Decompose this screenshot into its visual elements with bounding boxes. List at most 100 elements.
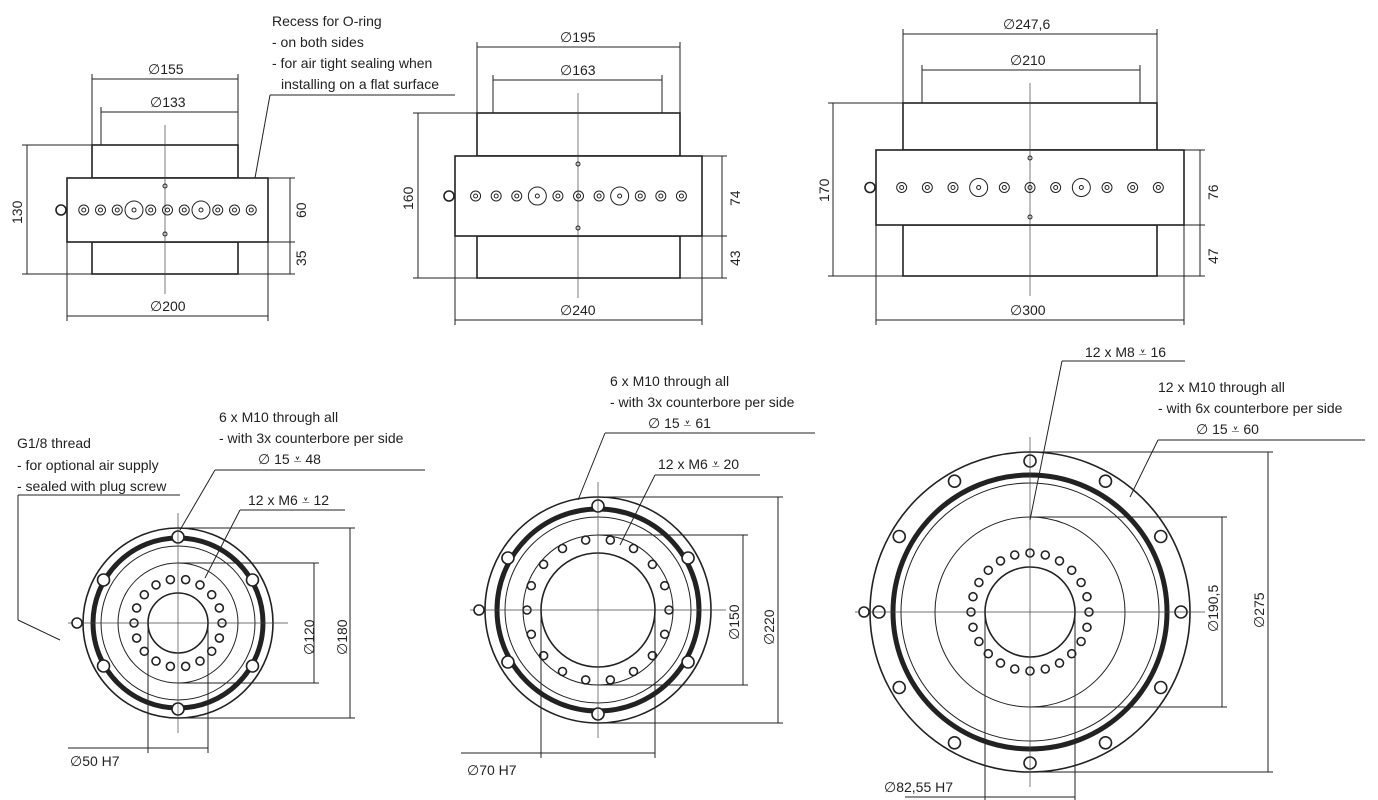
- hole: [678, 193, 684, 199]
- hole: [181, 207, 187, 213]
- dim-outer: ∅220: [761, 609, 777, 645]
- dim-bolt-circle: ∅120: [301, 619, 317, 655]
- tapped-hole: [557, 666, 568, 677]
- hole: [145, 204, 157, 216]
- dim-bore: ∅82,55 H7: [884, 779, 953, 795]
- hole: [95, 204, 106, 216]
- hole: [1027, 185, 1033, 190]
- counterbore-hole: [501, 551, 515, 565]
- tapped-hole: [538, 559, 549, 570]
- side-view-medium: ∅195 ∅163 ∅240 160 74 43: [400, 29, 743, 318]
- body-outline: [476, 235, 681, 279]
- hole: [111, 204, 123, 216]
- dim-line: [17, 619, 61, 641]
- dim-lower: 43: [727, 250, 743, 266]
- dim-bore: ∅70 H7: [467, 762, 517, 778]
- plug-screw: [55, 204, 67, 216]
- tapped-hole: [1076, 636, 1086, 647]
- dim-height: 170: [816, 178, 832, 202]
- hole: [490, 190, 502, 202]
- plug-screw: [443, 190, 455, 202]
- hole: [178, 204, 190, 216]
- hole: [78, 204, 90, 216]
- counterbore-hole: [96, 573, 111, 587]
- dim-line: [577, 432, 606, 501]
- hole: [124, 200, 144, 220]
- dim-body: 76: [1205, 184, 1221, 200]
- plug-screw: [71, 617, 83, 629]
- hole: [976, 185, 982, 190]
- counterbore-spec: ∅ 15 ⩡ 60: [1196, 421, 1259, 437]
- dim-base: ∅300: [1010, 302, 1046, 318]
- hole: [162, 231, 168, 237]
- hole: [248, 207, 254, 213]
- hole: [575, 161, 581, 167]
- hole: [98, 207, 103, 213]
- hole: [191, 200, 211, 220]
- dim-top-inner: ∅133: [150, 94, 186, 110]
- hole: [114, 207, 120, 213]
- hole: [655, 190, 667, 202]
- dim-top-inner: ∅163: [560, 62, 596, 78]
- body-outline: [476, 112, 681, 157]
- tapped-hole: [659, 580, 670, 591]
- tapped-hole: [968, 622, 978, 633]
- hole: [1001, 185, 1007, 190]
- through-note: - with 6x counterbore per side: [1158, 400, 1343, 416]
- tapped-hole: [206, 646, 217, 657]
- dim-outer: ∅180: [334, 619, 350, 655]
- hole: [1078, 185, 1084, 190]
- tapped-hole: [995, 658, 1006, 668]
- through-note: 6 x M10 through all: [610, 373, 729, 389]
- tapped-hole: [526, 629, 537, 640]
- top-view-small: 6 x M10 through all - with 3x counterbor…: [70, 409, 404, 769]
- counterbore-hole: [892, 529, 907, 544]
- tapped-hole: [1009, 664, 1020, 674]
- counterbore-hole: [1153, 680, 1168, 695]
- plug-screw: [858, 606, 870, 618]
- hole: [896, 182, 908, 193]
- hole: [1027, 214, 1033, 220]
- hole: [969, 178, 989, 197]
- drawing-geometry: [17, 29, 1365, 800]
- tapped-hole: [131, 633, 142, 643]
- tapped-hole: [580, 535, 591, 545]
- hole: [131, 207, 137, 213]
- note-line: - sealed with plug screw: [17, 478, 167, 494]
- tapped-hole: [983, 565, 994, 576]
- note-line: - for air tight sealing when: [272, 55, 432, 71]
- hole: [634, 190, 646, 202]
- tapped-hole: [628, 543, 639, 554]
- dim-line: [179, 469, 216, 531]
- counterbore-hole: [681, 655, 695, 669]
- hole: [596, 193, 602, 199]
- hole: [921, 182, 933, 193]
- dim-line: [619, 474, 656, 546]
- counterbore-hole: [947, 735, 962, 750]
- note-line: - for optional air supply: [17, 457, 159, 473]
- top-view-large: 12 x M10 through all - with 6x counterbo…: [884, 344, 1343, 795]
- tapped-hole: [659, 629, 670, 640]
- tapped-hole: [557, 543, 568, 554]
- tap-note: 12 x M6 ⩡ 12: [248, 492, 329, 508]
- counterbore-hole: [501, 655, 515, 669]
- tapped-hole: [180, 661, 191, 672]
- through-note: 6 x M10 through all: [219, 409, 338, 425]
- hole: [576, 193, 581, 199]
- tapped-hole: [151, 580, 161, 590]
- dim-body: 60: [293, 202, 309, 218]
- tapped-hole: [1066, 648, 1077, 659]
- hole: [1050, 182, 1062, 193]
- tapped-hole: [647, 650, 658, 661]
- tapped-hole: [214, 633, 225, 643]
- hole: [1155, 185, 1161, 190]
- dim-top-outer: ∅195: [560, 29, 596, 45]
- tapped-hole: [139, 646, 150, 657]
- hole: [1152, 182, 1164, 193]
- hole: [511, 190, 523, 202]
- note-line: Recess for O-ring: [272, 13, 382, 29]
- tap-note: 12 x M6 ⩡ 20: [658, 456, 739, 472]
- dim-height: 160: [400, 186, 416, 210]
- hole: [924, 185, 930, 190]
- side-view-small: ∅155 ∅133 ∅200 130 60 35: [9, 61, 309, 314]
